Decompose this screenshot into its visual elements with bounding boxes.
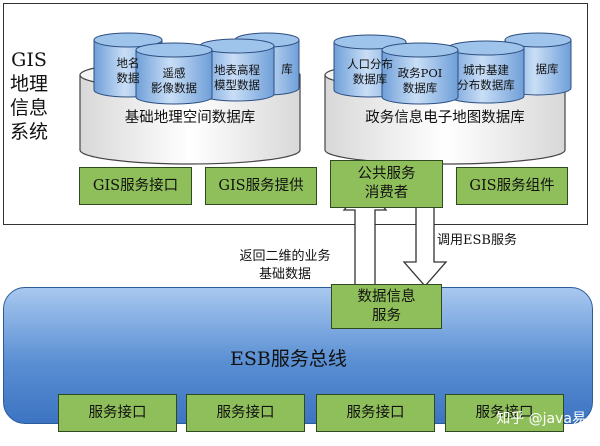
down-arrow	[402, 206, 448, 287]
down-arrow-label: 调用ESB服务	[437, 233, 517, 248]
esb-service-interface-2: 服务接口	[186, 394, 305, 432]
gis-service-interface-box: GIS服务接口	[79, 167, 192, 205]
esb-bus-label: ESB服务总线	[230, 348, 347, 370]
db-right-cylinder-3	[447, 40, 525, 104]
esb-service-interface-1: 服务接口	[58, 394, 177, 432]
db-left-cylinder-2-label: 遥感 影像数据	[151, 66, 197, 95]
db-left-cylinder-2	[135, 42, 213, 105]
db-right-cylinder-back-label: 据库	[535, 62, 559, 76]
db-left-label: 基础地理空间数据库	[124, 110, 256, 126]
up-arrow-label: 返回二维的业务 基础数据	[239, 249, 331, 282]
esb-service-interface-3: 服务接口	[316, 394, 435, 432]
db-right-label: 政务信息电子地图数据库	[365, 110, 525, 126]
data-info-service-box: 数据信息 服务	[331, 284, 442, 329]
db-left-cylinder-back-label: 库	[281, 62, 293, 76]
db-right-cylinder-3-label: 城市基建 分布数据库	[457, 63, 515, 92]
db-right-cylinder-1-label: 人口分布 数据库	[347, 57, 393, 86]
esb-service-interface-4: 服务接口	[445, 394, 564, 432]
gis-service-component-box: GIS服务组件	[456, 167, 568, 205]
db-right-cylinder-2	[381, 42, 459, 105]
db-right-cylinder-2-label: 政务POI 数据库	[397, 66, 443, 95]
watermark: 知乎 @java易	[496, 411, 586, 427]
public-service-consumer-box: 公共服务 消费者	[330, 160, 443, 208]
gis-service-provider-box: GIS服务提供	[205, 167, 317, 205]
db-left-cylinder-3	[199, 38, 275, 102]
gis-system-title: GIS 地理 信息 系统	[9, 49, 48, 143]
db-left-cylinder-3-label: 地表高程 模型数据	[214, 63, 260, 92]
db-left-cylinder-1-label: 地名 数据	[116, 56, 140, 85]
